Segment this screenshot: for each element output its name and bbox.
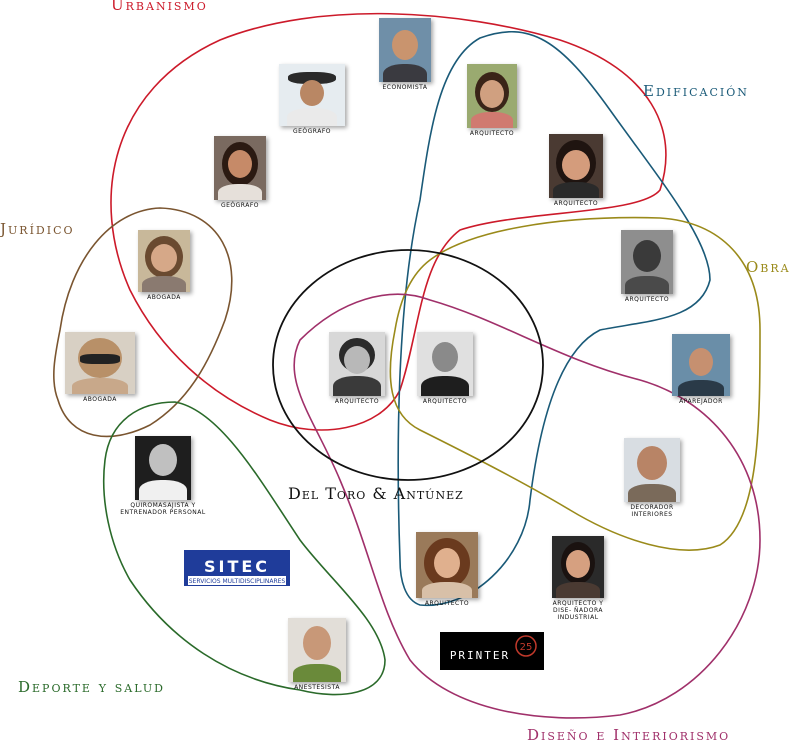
portrait-photo [329, 332, 385, 396]
diseno-outline [293, 293, 761, 719]
juridico-outline [53, 207, 233, 438]
caption: quiromasajista y entrenador personal [120, 502, 206, 516]
caption: decorador interiores [630, 504, 674, 518]
person-arquitecta-edificacion: arquitecto [460, 64, 524, 137]
person-decorador: decorador interiores [614, 438, 690, 518]
sitec-logo-text: SITEC [204, 557, 270, 576]
portrait-photo [138, 230, 190, 292]
portrait-photo [379, 18, 431, 82]
person-arquitecto-obra: arquitecto [614, 230, 680, 303]
portrait-photo [417, 332, 473, 396]
portrait-photo [549, 134, 603, 198]
group-label-obra: Obra [746, 258, 791, 276]
portrait-photo [621, 230, 673, 294]
urbanismo-outline [110, 12, 667, 431]
portrait-photo [552, 536, 604, 598]
portrait-photo [467, 64, 517, 128]
person-quiromasajista: quiromasajista y entrenador personal [116, 436, 210, 516]
deporte-outline [102, 401, 386, 696]
person-economista: economista [370, 18, 440, 91]
caption: aparejador [679, 398, 723, 405]
caption: geógrafo [220, 202, 260, 209]
caption: arquitecto [624, 296, 670, 303]
person-arquitecta-diseno: arquitecto [414, 532, 480, 607]
caption: arquitecto y dise- ñadora industrial [552, 600, 604, 621]
printer25-logo-number: 25 [520, 642, 533, 653]
portrait-photo [288, 618, 346, 682]
core-circle [272, 249, 544, 481]
portrait-photo [672, 334, 730, 396]
portrait-photo [65, 332, 135, 394]
person-geografo-2: geógrafo [205, 136, 275, 209]
portrait-photo [416, 532, 478, 598]
caption: arquitecto [424, 600, 470, 607]
person-anestesista: anestesista [282, 618, 352, 691]
person-abogada-1: abogada [130, 230, 198, 301]
person-aparejador: aparejador [668, 334, 734, 405]
portrait-photo [214, 136, 266, 200]
caption: arquitecto [334, 398, 380, 405]
caption: arquitecto [553, 200, 599, 207]
group-label-juridico: Jurídico [0, 220, 75, 238]
caption: anestesista [294, 684, 340, 691]
caption: economista [382, 84, 428, 91]
group-label-edificacion: Edificación [643, 82, 749, 100]
sitec-logo-subtext: SERVICIOS MULTIDISCIPLINARES [189, 578, 286, 585]
group-label-deporte: Deporte y salud [18, 678, 166, 696]
printer25-logo-text: PRINTER [450, 649, 510, 662]
portrait-photo [135, 436, 191, 500]
printer25-logo: 25 PRINTER [440, 632, 544, 670]
caption: geógrafo [292, 128, 332, 135]
person-abogada-2: abogada [60, 332, 140, 403]
portrait-photo [624, 438, 680, 502]
person-arquitecto-core: arquitecto [414, 332, 476, 405]
person-arquitecta-edificacion-2: arquitecto [543, 134, 609, 207]
caption: arquitecto [422, 398, 468, 405]
person-arquitecta-core: arquitecto [326, 332, 388, 405]
portrait-photo [279, 64, 345, 126]
edificacion-outline [397, 30, 711, 607]
caption: abogada [83, 396, 117, 403]
sitec-logo: SITEC SERVICIOS MULTIDISCIPLINARES [184, 550, 290, 586]
center-title: Del Toro & Antúnez [288, 484, 464, 503]
caption: arquitecto [469, 130, 515, 137]
person-disenadora: arquitecto y dise- ñadora industrial [540, 536, 616, 621]
obra-outline [389, 216, 761, 551]
group-label-diseno: Diseño e Interiorismo [527, 726, 731, 744]
person-geografo-1: geógrafo [272, 64, 352, 135]
caption: abogada [147, 294, 181, 301]
group-label-urbanismo: Urbanismo [111, 0, 208, 14]
